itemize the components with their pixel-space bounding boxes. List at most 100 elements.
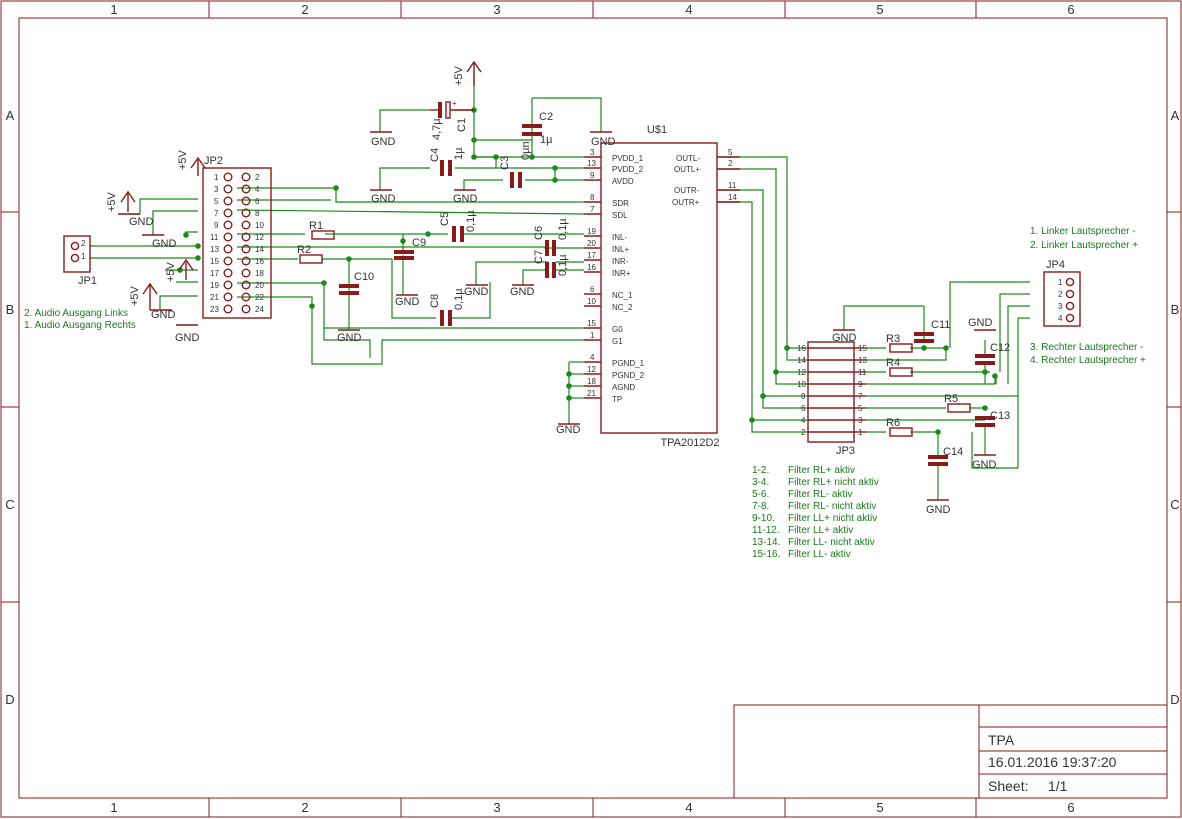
chip-pin-num: 19 [587, 227, 596, 236]
filter-pins: 7-8. [752, 501, 769, 512]
c2-label: C2 [539, 111, 553, 123]
chip-pin-name: INR- [612, 257, 629, 266]
capacitor-c6[interactable]: C6 0,1µ [533, 218, 569, 256]
svg-text:GND: GND [152, 238, 177, 250]
title-block-sheet-label: Sheet: [988, 778, 1028, 794]
jp3-pin-num: 9 [858, 380, 863, 389]
col-label-bottom-4: 4 [685, 800, 692, 815]
capacitor-c4[interactable]: C4 1µ [429, 147, 465, 176]
capacitor-c9[interactable]: C9 [394, 237, 426, 260]
header-jp3[interactable]: JP3 16 14 12 10 8 6 4 2 15 13 11 9 7 5 3… [797, 341, 867, 457]
r3-label: R3 [886, 333, 900, 345]
supply-symbols: +5V +5V +5V +5V +5V GND GND GND GND GND … [106, 60, 997, 516]
junction-dots [177, 107, 998, 435]
header-jp4[interactable]: 1 2 3 4 JP4 [1043, 259, 1081, 327]
chip-pin-num: 15 [587, 319, 596, 328]
capacitor-c12[interactable]: C12 [975, 342, 1010, 365]
chip-pin-name: OUTR+ [672, 198, 700, 207]
gnd-icon: GND [395, 294, 420, 308]
c4-label: C4 [429, 148, 441, 162]
chip-pin-num: 17 [587, 251, 596, 260]
chip-pin-name: INL+ [612, 245, 629, 254]
gnd-icon: GND [464, 284, 489, 298]
capacitor-c2[interactable]: C2 1µ [522, 111, 553, 146]
gnd-icon: GND [370, 189, 396, 205]
jp2-pin-num: 16 [255, 257, 264, 266]
svg-text:+5V: +5V [106, 191, 118, 212]
note-line: 2. Linker Lautsprecher + [1030, 240, 1138, 251]
capacitor-c3[interactable]: C3 0µn [499, 141, 532, 188]
filter-text: Filter RL- aktiv [788, 489, 852, 500]
jp2-ref: JP2 [204, 155, 223, 167]
chip-pin-num: 8 [590, 193, 595, 202]
audio-output-note: 2. Audio Ausgang Links 1. Audio Ausgang … [24, 308, 136, 331]
capacitor-c7[interactable]: C7 0,1µ [533, 250, 569, 278]
chip-pin-num: 9 [590, 171, 595, 180]
c8-label: C8 [429, 294, 441, 308]
jp1-ref: JP1 [78, 275, 97, 287]
header-jp1[interactable]: 2 1 JP1 [63, 235, 97, 287]
capacitor-c8[interactable]: C8 0,1µ [429, 288, 465, 326]
gnd-icon: GND [370, 131, 396, 148]
frame-row-labels: A B C D A B C D [5, 108, 1179, 707]
header-jp2[interactable]: JP2 1 3 5 7 9 11 13 15 17 19 21 [202, 155, 272, 319]
svg-text:GND: GND [556, 424, 581, 436]
chip-pin-num: 6 [590, 285, 595, 294]
chip-pin-num: 1 [590, 331, 595, 340]
filter-pins: 15-16. [752, 549, 780, 560]
filter-pins: 9-10. [752, 513, 775, 524]
jp3-pin-num: 4 [801, 416, 806, 425]
svg-text:GND: GND [832, 332, 857, 344]
col-label-bottom-1: 1 [110, 800, 117, 815]
jp3-ref: JP3 [836, 445, 855, 457]
jp3-pin-numbers-right: 15 13 11 9 7 5 3 1 [858, 344, 867, 437]
svg-text:GND: GND [972, 459, 997, 471]
chip-pin-name: INL- [612, 233, 627, 242]
jp3-pin-num: 1 [858, 428, 863, 437]
col-label-top-4: 4 [685, 2, 692, 17]
note-line: 2. Audio Ausgang Links [24, 308, 128, 319]
jp2-pin-num: 8 [255, 209, 260, 218]
resistor-r1[interactable]: R1 [309, 220, 335, 240]
col-label-bottom-2: 2 [301, 800, 308, 815]
capacitor-c11[interactable]: C11 [914, 319, 950, 343]
chip-pin-num: 21 [587, 389, 596, 398]
chip-pin-num: 20 [587, 239, 596, 248]
chip-pin-name: INR+ [612, 269, 631, 278]
svg-text:GND: GND [129, 216, 154, 228]
c5-label: C5 [439, 212, 451, 226]
capacitor-c10[interactable]: C10 [339, 271, 374, 295]
capacitor-c14[interactable]: C14 [928, 446, 963, 466]
chip-pin-name: PVDD_1 [612, 154, 644, 163]
vcc-arrow-icon: +5V [165, 258, 194, 282]
c14-label: C14 [943, 446, 963, 458]
c4-value: 1µ [453, 147, 465, 160]
resistor-r3[interactable]: R3 [886, 333, 913, 353]
capacitor-c13[interactable]: C13 [975, 410, 1010, 427]
resistor-r6[interactable]: R6 [886, 417, 913, 437]
row-label-left-c: C [5, 497, 14, 512]
jp3-pin-num: 11 [858, 368, 867, 377]
jp3-pin-num: 8 [801, 392, 806, 401]
filter-pins: 1-2. [752, 465, 769, 476]
capacitor-c1[interactable]: + C1 4,7µ [430, 99, 474, 140]
gnd-icon: GND [590, 131, 616, 148]
vcc-arrow-icon: +5V [453, 60, 482, 86]
resistor-r4[interactable]: R4 [886, 357, 913, 377]
svg-text:GND: GND [926, 504, 951, 516]
resistor-r5[interactable]: R5 [944, 393, 971, 413]
jp3-pin-num: 13 [858, 356, 867, 365]
chip-pin-name: PVDD_2 [612, 165, 644, 174]
row-label-right-a: A [1171, 108, 1180, 123]
vcc-arrow-icon: +5V [106, 190, 136, 212]
col-label-top-1: 1 [110, 2, 117, 17]
jp1-pin-num: 1 [81, 252, 86, 261]
c10-label: C10 [354, 271, 374, 283]
resistor-r2[interactable]: R2 [297, 244, 323, 264]
amplifier-chip[interactable]: U$1 TPA2012D2 3 PVDD_1 13 PVDD_2 9 AVDD … [584, 124, 740, 449]
gnd-icon: GND [453, 189, 478, 205]
chip-pin-num: 2 [728, 159, 733, 168]
capacitor-c5[interactable]: C5 0,1µ [439, 210, 477, 242]
r6-label: R6 [886, 417, 900, 429]
